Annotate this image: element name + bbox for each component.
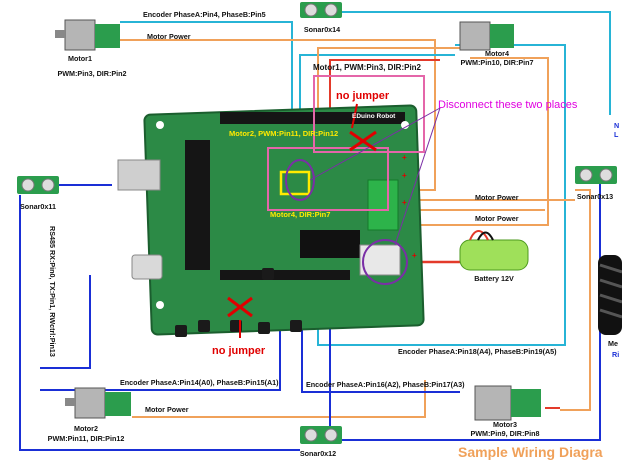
- motor1-annotation-label: Motor1, PWM:Pin3, DIR:Pin2: [313, 63, 421, 72]
- board-power-jack: [131, 254, 163, 280]
- board-terminal-block: [367, 179, 399, 231]
- sonar12-label: Sonar0x12: [299, 449, 337, 458]
- motor3-pins: PWM:Pin9, DIR:Pin8: [470, 429, 540, 438]
- jumper-highlight-box: [279, 170, 311, 196]
- motor3-encoder-label: Encoder PhaseA:Pin16(A2), PhaseB:Pin17(A…: [306, 380, 465, 389]
- wire-sonar14-cyan: [340, 11, 611, 115]
- wires: [19, 11, 611, 451]
- motor2-board-label: Motor2, PWM:Pin11, DIR:Pin12: [229, 129, 339, 138]
- polarity-marks: + + + +: [402, 153, 417, 260]
- sonar14-label: Sonar0x14: [303, 25, 341, 34]
- battery-graphic: [459, 230, 529, 271]
- wire-encoder-motor1: [120, 21, 293, 110]
- board-power-terminal: [359, 244, 401, 276]
- wire-sonar13-orange: [560, 189, 591, 411]
- motor3-power-right-label: Motor Power: [475, 214, 519, 223]
- no-jumper-arrow-top: [351, 103, 358, 129]
- motor2-pins: PWM:Pin11, DIR:Pin12: [47, 434, 125, 443]
- motor4-board-label: Motor4, DIR:Pin7: [270, 210, 331, 219]
- motor1-annotation-box: [313, 75, 425, 153]
- right-edge-top-sub: L: [614, 130, 619, 139]
- motor1-name: Motor1: [68, 54, 92, 63]
- motor-region-box: [267, 147, 389, 211]
- sonar13-label: Sonar0x13: [576, 192, 614, 201]
- wheel-label: Me: [608, 339, 618, 348]
- board-logo: EDuino Robot: [352, 113, 396, 120]
- sonar11-label: Sonar0x11: [20, 202, 56, 211]
- right-edge-top-letter: N: [614, 121, 620, 130]
- motor3-graphic: [474, 385, 541, 421]
- wire-sonar11-blue: [19, 195, 300, 451]
- board-bottom-header: [220, 270, 350, 280]
- wire-motor4-orange: [405, 57, 549, 226]
- wheel-sub-label: Ri: [612, 350, 620, 359]
- no-jumper-cross-bottom: [227, 296, 253, 318]
- sonar12-graphic: [300, 426, 342, 444]
- board-top-header: [220, 112, 405, 124]
- svg-text:+: +: [402, 171, 407, 180]
- board-chip: [300, 230, 360, 258]
- motor1-pins: PWM:Pin3, DIR:Pin2: [57, 69, 127, 78]
- rs485-label: RS485 RX:Pin0, TX:Pin1, RWctrl:Pin13: [48, 226, 57, 357]
- wire-header-orange: [317, 47, 470, 110]
- wire-header-cyan: [299, 54, 455, 110]
- board-pcb: [143, 104, 425, 336]
- no-jumper-bottom-label: no jumper: [212, 345, 266, 357]
- motor4-graphic: [459, 21, 514, 51]
- motor3-name: Motor3: [493, 420, 517, 429]
- no-jumper-cross-top: [349, 130, 377, 152]
- motor2-graphic: [65, 387, 131, 419]
- wire-header-red: [329, 59, 440, 110]
- svg-text:+: +: [412, 251, 417, 260]
- sonar13-graphic: [575, 166, 617, 184]
- board-usb-port: [117, 159, 161, 191]
- control-board: [117, 104, 425, 337]
- no-jumper-top-label: no jumper: [336, 90, 390, 102]
- motor1-graphic: [55, 19, 120, 51]
- battery-label: Battery 12V: [474, 274, 514, 283]
- disconnect-pointer-2: [394, 107, 441, 246]
- power-terminal-ellipse: [362, 239, 408, 285]
- sonar11-graphic: [17, 176, 59, 194]
- motor4-name: Motor4: [485, 49, 509, 58]
- motor1-encoder-label: Encoder PhaseA:Pin4, PhaseB:Pin5: [143, 10, 266, 19]
- svg-text:+: +: [402, 198, 407, 207]
- mecanum-wheel-graphic: [598, 255, 622, 335]
- motor-connector-ellipse: [285, 159, 315, 201]
- board-mount-hole: [156, 301, 164, 309]
- motor4-power-label: Motor Power: [475, 193, 519, 202]
- wire-rs485: [40, 275, 91, 369]
- disconnect-pointer-1: [309, 107, 441, 181]
- motor4-pins: PWM:Pin10, DIR:Pin7: [460, 58, 534, 67]
- motor4-encoder-label: Encoder PhaseA:Pin18(A4), PhaseB:Pin19(A…: [398, 347, 557, 356]
- motor2-encoder-label: Encoder PhaseA:Pin14(A0), PhaseB:Pin15(A…: [120, 378, 279, 387]
- disconnect-label: Disconnect these two places: [438, 99, 578, 111]
- wire-power-motor1: [120, 39, 436, 191]
- motor1-power-label: Motor Power: [147, 32, 191, 41]
- sonar14-graphic: [300, 2, 342, 18]
- svg-text:+: +: [402, 153, 407, 162]
- motor2-name: Motor2: [74, 424, 98, 433]
- board-left-header: [185, 140, 210, 270]
- diagram-title: Sample Wiring Diagra: [458, 444, 603, 460]
- motor2-power-label: Motor Power: [145, 405, 189, 414]
